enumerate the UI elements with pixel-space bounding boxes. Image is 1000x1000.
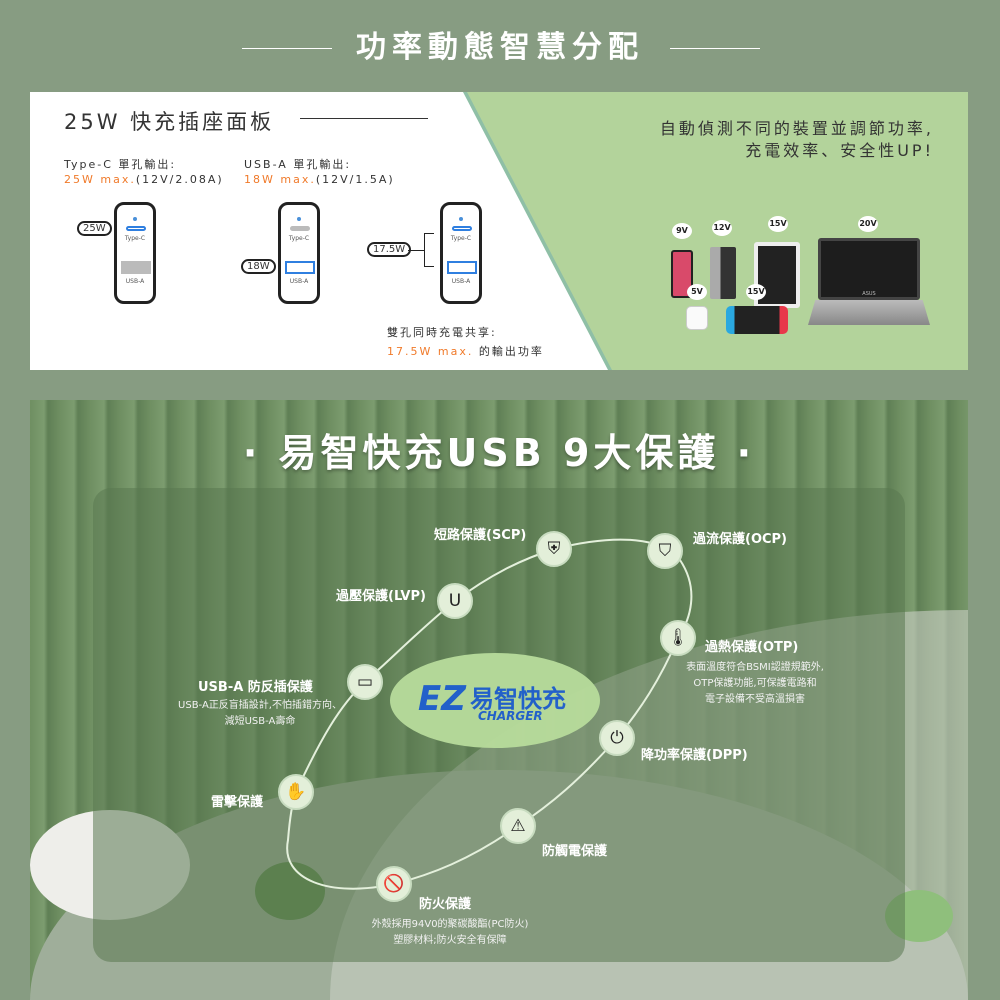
electric-warning-icon: ⚠: [500, 808, 536, 844]
logo-sub: CHARGER: [478, 709, 543, 723]
dual-suffix: 的輸出功率: [478, 345, 544, 358]
fire-desc: 外殼採用94V0的聚碳酸酯(PC防火) 塑膠材料;防火安全有保障: [372, 917, 529, 949]
shield-short-circuit-icon: ⛨: [536, 531, 572, 567]
bracket: [408, 250, 424, 251]
logo-text: 易智快充: [470, 685, 566, 713]
port-label: Type-C: [450, 235, 472, 242]
text-line: 充電效率、安全性UP!: [745, 141, 934, 160]
phone-icon: [671, 250, 693, 298]
usba-badge: 18W: [241, 259, 276, 274]
laptop-icon: ASUS: [818, 238, 920, 300]
shield-voltage-icon: U: [437, 583, 473, 619]
desc-line: 塑膠材料;防火安全有保障: [393, 935, 507, 946]
shock-label: 防觸電保護: [542, 844, 608, 859]
dual-badge: 17.5W: [367, 242, 412, 257]
desc-line: 外殼採用94V0的聚碳酸酯(PC防火): [371, 919, 529, 930]
voltage-badge: 12V: [712, 220, 732, 236]
port-label: Type-C: [124, 235, 146, 242]
ocp-label: 過流保護(OCP): [693, 532, 788, 547]
earbuds-icon: [686, 306, 708, 330]
power-shield-icon: ⏻: [599, 720, 635, 756]
otp-desc: 表面溫度符合BSMI認證規範外, OTP保護功能,可保護電路和 電子設備不受高溫…: [686, 660, 824, 708]
otp-label: 過熱保護(OTP): [705, 640, 799, 655]
auto-detect-text: 自動偵測不同的裝置並調節功率, 充電效率、安全性UP!: [660, 118, 934, 162]
typec-label: Type-C 單孔輸出:: [64, 158, 177, 171]
usba-protect-label: USB-A 防反插保護: [198, 680, 313, 695]
bracket: [424, 233, 434, 267]
usba-desc: USB-A正反盲插設計,不怕插錯方向、 減短USB-A壽命: [178, 698, 342, 730]
desc-line: 電子設備不受高溫損害: [704, 694, 805, 705]
title-line-left: [242, 48, 332, 49]
dual-label: 雙孔同時充電共享:: [387, 326, 497, 339]
page-title: 功率動態智慧分配: [356, 30, 644, 65]
voltage-badge: 20V: [858, 216, 878, 232]
shield-current-icon: ⛉: [647, 533, 683, 569]
port-label: USB-A: [125, 278, 145, 285]
desc-line: 表面溫度符合BSMI認證規範外,: [686, 662, 824, 673]
game-console-icon: [726, 306, 788, 334]
laptop-keyboard: [808, 300, 930, 325]
usba-label: USB-A 單孔輸出:: [244, 158, 352, 171]
voltage-badge: 15V: [746, 284, 766, 300]
usba-spec: (12V/1.5A): [315, 173, 395, 186]
port-label: USB-A: [289, 278, 309, 285]
lightning-label: 雷擊保護: [211, 795, 264, 810]
fire-label: 防火保護: [419, 897, 472, 912]
logo-mark: EZ: [418, 679, 466, 719]
title-line-right: [670, 48, 760, 49]
text-line: 自動偵測不同的裝置並調節功率,: [659, 119, 934, 138]
voltage-badge: 9V: [672, 223, 692, 239]
socket-typec-mode: Type-C USB-A: [114, 202, 156, 304]
typec-spec: (12V/2.08A): [135, 173, 224, 186]
dpp-label: 降功率保護(DPP): [641, 748, 748, 763]
voltage-badge: 5V: [687, 284, 707, 300]
section-title: · 易智快充USB 9大保護 ·: [242, 431, 756, 475]
no-fire-icon: 🚫: [376, 866, 412, 902]
power-bank-icon: [710, 247, 736, 299]
thermometer-icon: 🌡: [660, 620, 696, 656]
port-label: USB-A: [451, 278, 471, 285]
typec-max: 25W max.: [64, 173, 136, 186]
scp-label: 短路保護(SCP): [434, 528, 527, 543]
port-label: Type-C: [288, 235, 310, 242]
lightning-hand-icon: ✋: [278, 774, 314, 810]
panel-title: 25W 快充插座面板: [64, 110, 275, 134]
lvp-label: 過壓保護(LVP): [336, 589, 426, 604]
desc-line: USB-A正反盲插設計,不怕插錯方向、: [178, 700, 342, 711]
divider: [300, 118, 428, 119]
laptop-brand: ASUS: [862, 291, 876, 297]
socket-dual-mode: Type-C USB-A: [440, 202, 482, 304]
brand-logo: EZ 易智快充 CHARGER: [390, 653, 600, 748]
voltage-badge: 15V: [768, 216, 788, 232]
usb-port-icon: ▭: [347, 664, 383, 700]
protection-section: · 易智快充USB 9大保護 ·: [30, 400, 968, 1000]
desc-line: 減短USB-A壽命: [224, 716, 296, 727]
socket-usba-mode: Type-C USB-A: [278, 202, 320, 304]
typec-badge: 25W: [77, 221, 112, 236]
dual-max: 17.5W max.: [387, 345, 474, 358]
desc-line: OTP保護功能,可保護電路和: [693, 678, 817, 689]
panel-banner: 25W 快充插座面板 Type-C 單孔輸出: 25W max.(12V/2.0…: [30, 92, 968, 370]
usba-max: 18W max.: [244, 173, 316, 186]
